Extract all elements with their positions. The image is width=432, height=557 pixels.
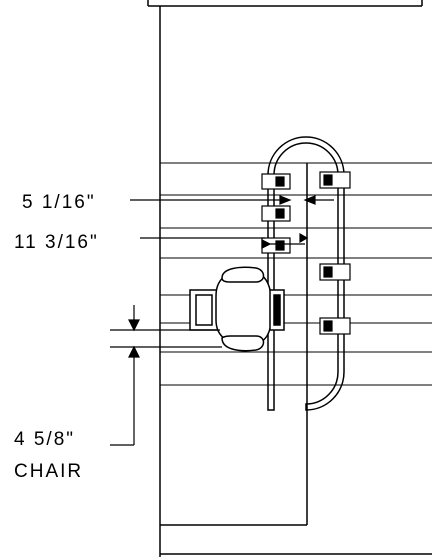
bracket-right-3 (319, 317, 351, 335)
dimension-4-5-8 (110, 305, 222, 446)
bracket-right-2 (319, 263, 351, 281)
dimension-11-3-16 (140, 232, 309, 249)
dimension-label-11-3-16: 11 3/16" (14, 232, 99, 253)
rail-brackets (261, 171, 351, 335)
chair-back-inner (195, 294, 213, 326)
bracket-right-1 (319, 171, 351, 189)
wheelchair (189, 266, 285, 352)
wheel-bottom (221, 335, 265, 352)
dimension-label-4-5-8: 4 5/8" (14, 429, 75, 450)
bracket-left-1 (261, 173, 291, 190)
wheel-top (221, 266, 265, 283)
dimension-label-5-1-16: 5 1/16" (22, 192, 96, 213)
bracket-left-2 (261, 205, 291, 222)
chair-caption: CHAIR (14, 461, 83, 482)
cabinet-outline (159, 6, 432, 557)
dimension-5-1-16 (130, 195, 334, 205)
shelf-lines (160, 162, 432, 386)
top-ledge (147, 0, 423, 7)
grab-rail (267, 136, 345, 411)
